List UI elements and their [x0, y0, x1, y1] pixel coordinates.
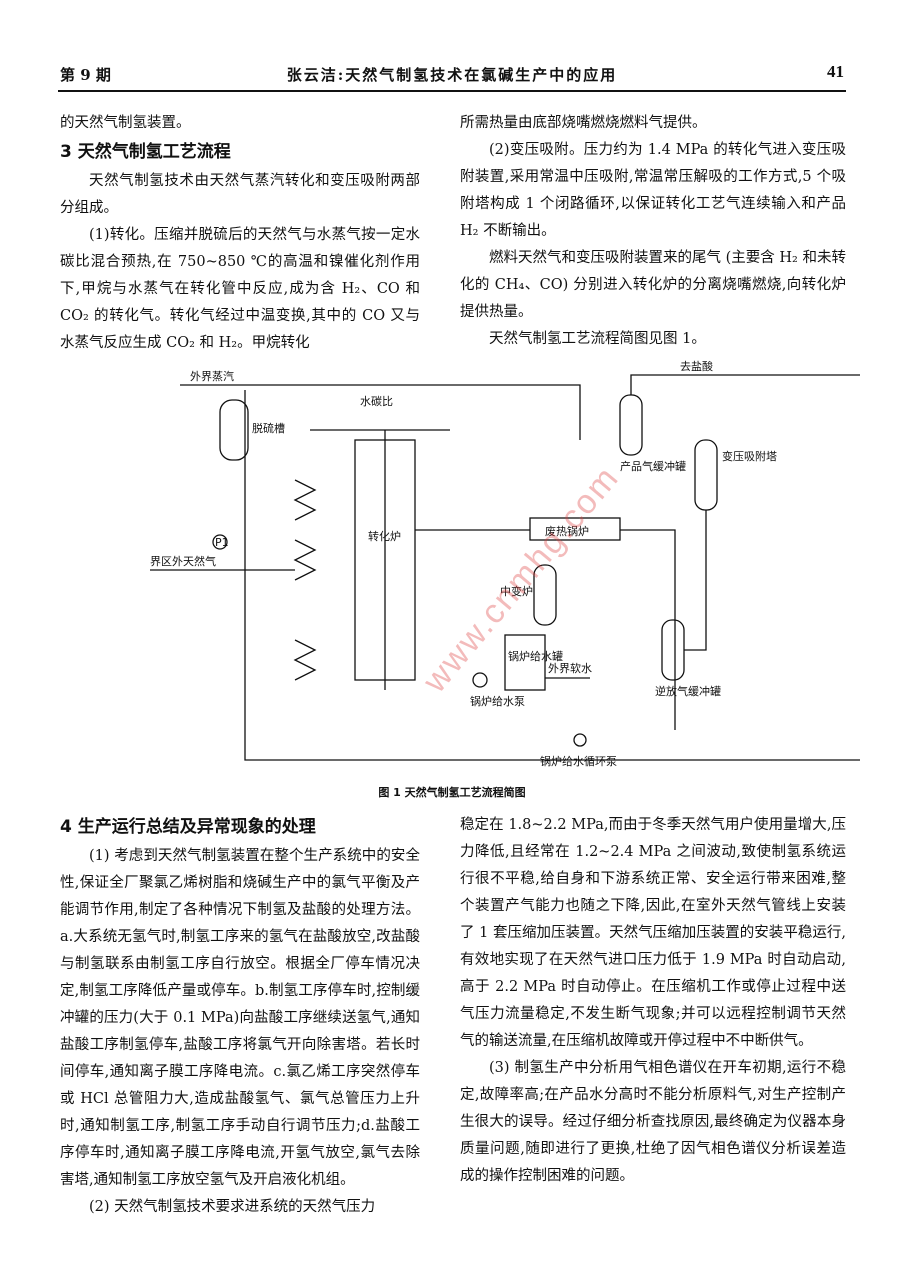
figure-caption: 图 1 天然气制氢工艺流程简图	[378, 786, 526, 799]
section-4-title: 4 生产运行总结及异常现象的处理	[60, 817, 316, 837]
label-feed-pump: 锅炉给水泵	[470, 695, 525, 708]
issue-number: 第 9 期	[60, 66, 111, 84]
paragraph: (1) 考虑到天然气制氢装置在整个生产系统中的安全性,保证全厂聚氯乙烯树脂和烧碱…	[60, 848, 420, 1188]
label-boiler-feed-tank: 锅炉给水罐	[508, 650, 563, 663]
label-water-carbon: 水碳比	[360, 394, 393, 408]
process-flow-diagram: 外界蒸汽 去盐酸 水碳比 脱硫槽 转化炉 界区外天然气 P1 废热锅炉 中变炉 …	[150, 360, 860, 768]
feed-pump	[472, 672, 488, 688]
bottom-right-column: 稳定在 1.8~2.2 MPa,而由于冬季天然气用户使用量增大,压力降低,且经常…	[460, 812, 846, 1190]
psa-tower	[694, 439, 718, 511]
paragraph: 天然气制氢工艺流程简图见图 1。	[489, 331, 706, 347]
paragraph: 天然气制氢技术由天然气蒸汽转化和变压吸附两部分组成。	[60, 173, 420, 216]
paragraph: (2) 天然气制氢技术要求进系统的天然气压力	[89, 1199, 376, 1215]
label-reformer: 转化炉	[368, 529, 401, 543]
bottom-left-column: 4 生产运行总结及异常现象的处理 (1) 考虑到天然气制氢装置在整个生产系统中的…	[60, 812, 420, 1221]
page-number: 41	[827, 62, 844, 81]
label-psa-tower: 变压吸附塔	[722, 449, 777, 463]
paragraph: 燃料天然气和变压吸附装置来的尾气 (主要含 H₂ 和未转化的 CH₄、CO) 分…	[460, 250, 846, 320]
paragraph: (1)转化。压缩并脱硫后的天然气与水蒸气按一定水碳比混合预热,在 750~850…	[60, 227, 420, 351]
boiler-feed-tank	[504, 634, 546, 691]
waste-heat-boiler	[529, 517, 621, 541]
running-header: 第 9 期 张云洁:天然气制氢技术在氯碱生产中的应用 41	[58, 60, 846, 92]
outer-loop-pipe	[244, 390, 860, 761]
product-buffer-tank	[619, 394, 643, 456]
circ-pump	[573, 733, 587, 747]
label-waste-heat-boiler: 废热锅炉	[545, 524, 589, 538]
label-mid-shift: 中变炉	[500, 584, 533, 598]
label-steam: 外界蒸汽	[190, 369, 234, 383]
pressure-gauge	[212, 534, 228, 550]
paragraph: 所需热量由底部烧嘴燃烧燃料气提供。	[460, 115, 707, 131]
paragraph: (3) 制氢生产中分析用气相色谱仪在开车初期,运行不稳定,故障率高;在产品水分高…	[460, 1060, 846, 1184]
label-reverse-buffer: 逆放气缓冲罐	[655, 684, 721, 698]
desulfurizer-vessel	[219, 399, 249, 461]
bottom-coil	[293, 639, 317, 681]
preheat-coil	[293, 479, 317, 521]
reverse-buffer-tank	[661, 619, 685, 681]
label-gauge: P1	[215, 536, 229, 549]
paragraph: 稳定在 1.8~2.2 MPa,而由于冬季天然气用户使用量增大,压力降低,且经常…	[460, 817, 846, 1049]
label-desulfurizer: 脱硫槽	[252, 421, 285, 435]
paragraph: (2)变压吸附。压力约为 1.4 MPa 的转化气进入变压吸附装置,采用常温中压…	[460, 142, 846, 239]
label-natural-gas: 界区外天然气	[150, 554, 216, 568]
label-product-buffer: 产品气缓冲罐	[620, 459, 686, 473]
top-right-column: 所需热量由底部烧嘴燃烧燃料气提供。 (2)变压吸附。压力约为 1.4 MPa 的…	[460, 110, 846, 353]
running-title: 张云洁:天然气制氢技术在氯碱生产中的应用	[286, 66, 618, 84]
steam-pipe	[180, 384, 581, 440]
label-hcl: 去盐酸	[680, 360, 713, 373]
label-soft-water: 外界软水	[548, 661, 592, 675]
top-left-column: 的天然气制氢装置。 3 天然气制氢工艺流程 天然气制氢技术由天然气蒸汽转化和变压…	[60, 110, 420, 357]
label-circ-pump: 锅炉给水循环泵	[540, 755, 617, 768]
mid-shift-vessel	[533, 564, 557, 626]
section-3-title: 3 天然气制氢工艺流程	[60, 142, 231, 162]
convection-coil	[293, 539, 317, 581]
paragraph: 的天然气制氢装置。	[60, 115, 191, 131]
